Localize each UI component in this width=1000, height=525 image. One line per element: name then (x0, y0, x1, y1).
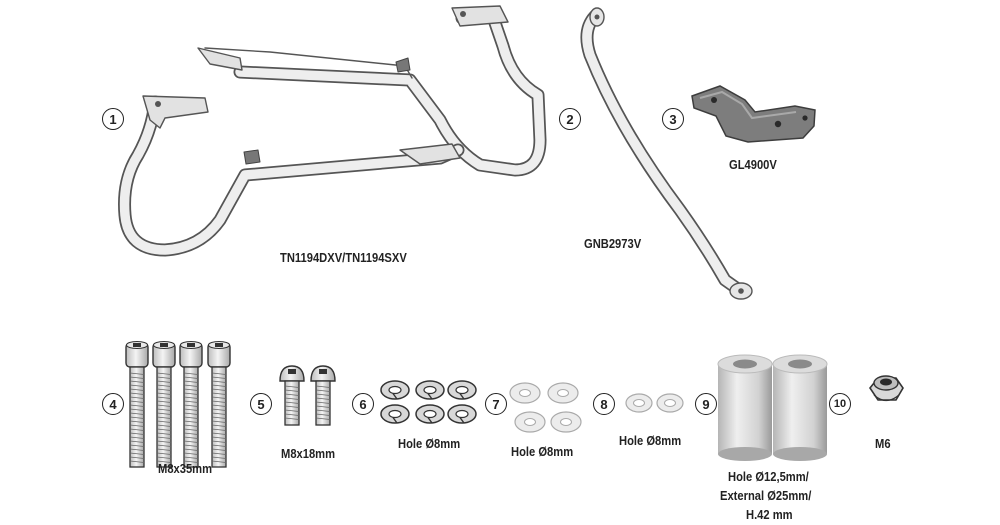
part-number-1: 1 (102, 108, 124, 130)
spring-washer-3 (447, 380, 477, 400)
side-frame-left (118, 95, 465, 257)
part-number-5: 5 (250, 393, 272, 415)
flat-washer-3 (514, 411, 546, 433)
part-number-9: 9 (695, 393, 717, 415)
part-number-6: 6 (352, 393, 374, 415)
spacer-2 (772, 354, 828, 461)
bolt-m8x35-2 (152, 341, 176, 468)
small-washer-2 (656, 393, 684, 413)
part-label-7: Hole Ø8mm (511, 444, 574, 459)
part-label-9-line-3: H.42 mm (746, 507, 793, 522)
bolt-m8x35-set (125, 341, 231, 468)
part-label-5: M8x18mm (281, 446, 336, 461)
mounting-bracket (691, 85, 816, 143)
spring-washer-5 (415, 404, 445, 424)
part-number-4: 4 (102, 393, 124, 415)
spring-washer-2 (415, 380, 445, 400)
part-label-8: Hole Ø8mm (619, 433, 682, 448)
bolt-m8x18-1 (279, 365, 305, 426)
part-label-3: GL4900V (729, 157, 777, 172)
part-number-3: 3 (662, 108, 684, 130)
spring-washer-6 (447, 404, 477, 424)
support-bar (580, 7, 753, 300)
flat-washer-2 (547, 382, 579, 404)
bolt-m8x35-1 (125, 341, 149, 468)
bolt-m8x35-3 (179, 341, 203, 468)
part-number-2: 2 (559, 108, 581, 130)
m6-nut (869, 375, 904, 402)
side-frame-right (197, 5, 547, 177)
small-washer-1 (625, 393, 653, 413)
bolt-m8x35-4 (207, 341, 231, 468)
part-label-10: M6 (875, 436, 891, 451)
part-number-10: 10 (829, 393, 851, 415)
part-label-6: Hole Ø8mm (398, 436, 461, 451)
spring-washer-set (380, 380, 477, 424)
part-label-2: GNB2973V (584, 236, 642, 251)
part-label-1: TN1194DXV/TN1194SXV (280, 250, 407, 265)
part-label-9-line-2: External Ø25mm/ (720, 488, 812, 503)
flat-washer-set-8 (625, 393, 684, 413)
flat-washer-4 (550, 411, 582, 433)
spacer-1 (717, 354, 773, 461)
spring-washer-1 (380, 380, 410, 400)
part-label-9-line-1: Hole Ø12,5mm/ (728, 469, 809, 484)
part-label-4: M8x35mm (158, 461, 213, 476)
flat-washer-1 (509, 382, 541, 404)
bolt-m8x18-2 (310, 365, 336, 426)
bolt-m8x18-set (279, 365, 336, 426)
part-number-8: 8 (593, 393, 615, 415)
spring-washer-4 (380, 404, 410, 424)
flat-washer-set-7 (509, 382, 582, 433)
spacer-set (717, 354, 828, 461)
part-number-7: 7 (485, 393, 507, 415)
